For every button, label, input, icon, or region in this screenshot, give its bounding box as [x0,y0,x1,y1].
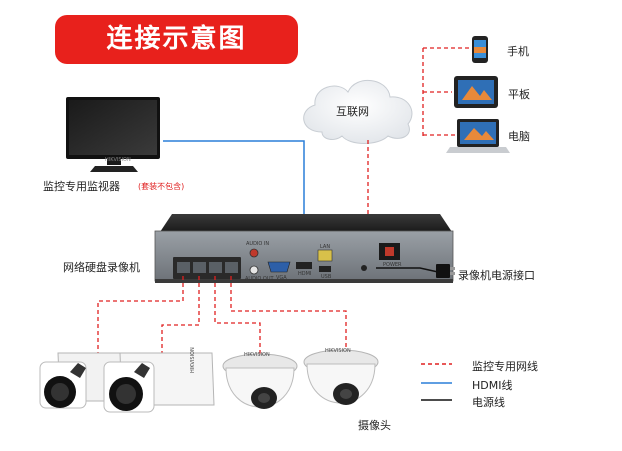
legend-hdmi-cable: HDMI线 [472,379,513,392]
monitor-label: 监控专用监视器 [43,180,120,193]
usb-label: USB [321,274,332,280]
page-title: 连接示意图 [106,24,247,54]
network-cable-nvr-to-cameras [97,276,347,362]
legend-lines [421,363,452,401]
monitor-note: (套装不包含) [138,182,185,191]
hdmi-label: HDMI [298,271,312,277]
dome-camera-1 [222,353,298,409]
title-banner [55,15,298,64]
nvr-label: 网络硬盘录像机 [63,261,140,274]
internet-label: 互联网 [336,105,369,118]
tablet-device [454,76,498,108]
laptop-device [446,119,510,153]
phone-device [472,36,488,63]
lan-label: LAN [320,244,331,250]
nvr-recorder [154,214,454,283]
laptop-label: 电脑 [508,130,530,143]
power-cable [376,264,455,278]
tablet-label: 平板 [508,88,530,101]
camera-label: 摄像头 [358,419,391,432]
phone-label: 手机 [507,45,529,58]
legend-power-cable: 电源线 [472,396,505,409]
bullet-camera-2 [103,352,215,413]
dome-1-brand: HIKVISION [244,352,270,358]
power-port-label: 录像机电源接口 [458,269,535,282]
legend-network-cable: 监控专用网线 [472,360,538,373]
audio-out-label: AUDIO OUT [245,276,274,282]
power-label: POWER [383,262,402,268]
monitor [66,97,160,172]
dome-camera-2 [303,349,379,405]
vga-label: VGA [276,275,287,281]
bullet-camera-brand: HIKVISION [190,347,196,373]
audio-in-label: AUDIO IN [246,241,270,247]
internet-cloud [303,79,413,144]
monitor-brand: HIKVISION [105,157,131,163]
poe-ports [173,257,241,279]
dome-2-brand: HIKVISION [325,348,351,354]
hdmi-cable [163,140,305,244]
